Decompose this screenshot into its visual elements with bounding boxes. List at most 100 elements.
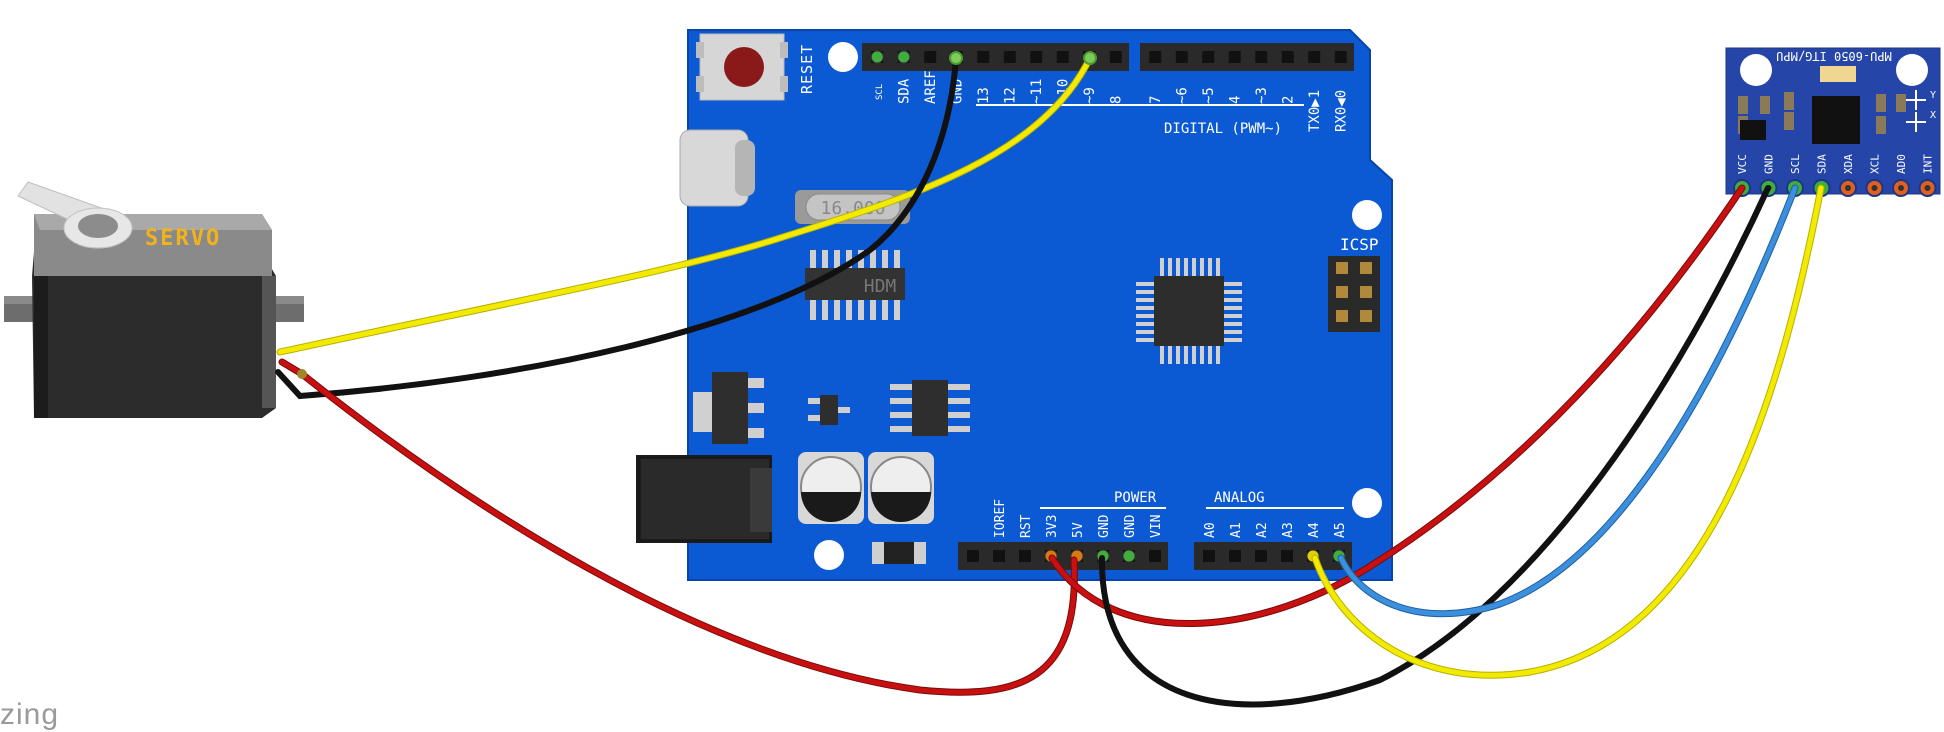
- power-pin-label: VIN: [1149, 515, 1164, 538]
- mpu-pin-label: INT: [1922, 154, 1935, 174]
- capacitor: [798, 452, 864, 524]
- analog-label: ANALOG: [1214, 490, 1265, 506]
- analog-pin-label: A1: [1229, 522, 1244, 538]
- crystal-oscillator: 16.000: [795, 190, 910, 224]
- mpu-sensor-chip: [1812, 96, 1860, 144]
- power-header[interactable]: [958, 542, 1168, 570]
- smd-component: [872, 542, 926, 564]
- reset-label: RESET: [798, 44, 816, 94]
- power-label: POWER: [1114, 490, 1157, 506]
- mounting-hole: [1740, 54, 1772, 86]
- digital-pin-label: 7: [1148, 96, 1164, 104]
- digital-header-left-pin[interactable]: [1030, 51, 1043, 63]
- watermark: zing: [0, 698, 60, 731]
- power-pin-label: 3V3: [1045, 515, 1060, 538]
- digital-header-right-pin[interactable]: [1175, 51, 1188, 63]
- analog-header-pin[interactable]: [1255, 550, 1267, 562]
- digital-pin-label: 8: [1109, 96, 1125, 104]
- digital-header-left-pin[interactable]: [1109, 51, 1122, 63]
- digital-header-right-pin[interactable]: [1202, 51, 1215, 63]
- digital-header-left-pin[interactable]: [1003, 51, 1016, 63]
- wire-mpu-gnd[interactable]: [1098, 185, 1771, 708]
- analog-header-pin[interactable]: [1229, 550, 1241, 562]
- regulator-chip: [890, 380, 970, 436]
- digital-pin-label: ~6: [1175, 87, 1191, 104]
- microcontroller: [1136, 258, 1242, 364]
- digital-header-right-pin[interactable]: [1149, 51, 1162, 63]
- mounting-hole: [814, 540, 844, 570]
- power-header-pin[interactable]: [967, 550, 979, 562]
- capacitor: [868, 452, 934, 524]
- arduino-board: RESET 16.000 HDM ICSP: [636, 29, 1393, 581]
- digital-header-left-pin[interactable]: [977, 51, 990, 63]
- icsp-header[interactable]: [1328, 256, 1380, 332]
- servo-motor: SERVO: [4, 181, 304, 418]
- digital-pin-label: ~5: [1201, 87, 1217, 104]
- mpu-title: MPU-6050 ITG/MPU: [1776, 49, 1892, 63]
- reset-button[interactable]: [696, 33, 788, 101]
- usb-c-port[interactable]: [679, 129, 755, 207]
- digital-pin-label: ~11: [1029, 79, 1045, 104]
- digital-header-left-pin-connection: [897, 50, 911, 64]
- mounting-hole: [1352, 488, 1382, 518]
- mpu-crystal: [1820, 66, 1856, 82]
- power-header-pin[interactable]: [1019, 550, 1031, 562]
- mounting-hole: [1352, 200, 1382, 230]
- voltage-regulator: [693, 372, 764, 444]
- digital-pin-label: SCL: [875, 84, 885, 100]
- analog-pin-label: A5: [1333, 522, 1348, 538]
- digital-header-left-pin[interactable]: [924, 51, 937, 63]
- digital-pin-label: AREF: [923, 70, 939, 104]
- mpu-pin-label: AD0: [1895, 154, 1908, 174]
- mounting-hole: [1896, 54, 1928, 86]
- mpu-pin-label: XCL: [1869, 154, 1882, 174]
- mpu-pin-label: SCL: [1789, 154, 1802, 174]
- mpu-pin-label: SDA: [1816, 154, 1829, 174]
- mpu-pin-label: XDA: [1842, 154, 1855, 174]
- analog-header-pin[interactable]: [1281, 550, 1293, 562]
- power-pin-label: RST: [1019, 514, 1034, 538]
- digital-header-right-pin[interactable]: [1228, 51, 1241, 63]
- crystal-label: 16.000: [820, 198, 885, 219]
- power-pin-label: IOREF: [993, 499, 1008, 538]
- analog-header[interactable]: [1194, 542, 1352, 570]
- wires: [275, 51, 1825, 708]
- wire-servo-ground[interactable]: [275, 55, 959, 400]
- dc-barrel-jack[interactable]: [636, 455, 772, 543]
- axis-label-y: Y: [1930, 90, 1936, 101]
- analog-pin-label: A0: [1203, 522, 1218, 538]
- digital-pin-label: 2: [1281, 96, 1297, 104]
- digital-header-right[interactable]: [1140, 43, 1354, 71]
- digital-pin-label: ~9: [1082, 87, 1098, 104]
- mpu6050-module: MPU-6050 ITG/MPU Y X VCC GND SCL SDA XDA XCL A…: [1725, 47, 1941, 197]
- usb-chip-label: HDM: [864, 276, 897, 297]
- usb-chip: HDM: [805, 250, 905, 320]
- analog-pin-label: A4: [1307, 522, 1322, 538]
- digital-header-left-pin[interactable]: [1056, 51, 1069, 63]
- digital-header-right-pin[interactable]: [1255, 51, 1268, 63]
- digital-header-left-pin-connection: [870, 50, 884, 64]
- mpu-pin-label: GND: [1763, 154, 1776, 174]
- digital-header-right-pin[interactable]: [1281, 51, 1294, 63]
- digital-header-right-pin[interactable]: [1334, 51, 1347, 63]
- power-pin-label: 5V: [1071, 522, 1086, 538]
- analog-header-pin[interactable]: [1203, 550, 1215, 562]
- digital-label: DIGITAL (PWM~): [1164, 121, 1282, 137]
- analog-pin-label: A3: [1281, 522, 1296, 538]
- digital-pin-label: 4: [1228, 96, 1244, 104]
- analog-pin-label: A2: [1255, 522, 1270, 538]
- power-pin-label: GND: [1123, 514, 1138, 538]
- digital-pin-label: 13: [976, 87, 992, 104]
- digital-pin-label: SDA: [897, 78, 913, 104]
- axis-label-x: X: [1930, 110, 1936, 121]
- power-header-pin[interactable]: [993, 550, 1005, 562]
- mounting-hole: [828, 42, 858, 72]
- power-header-pin[interactable]: [1149, 550, 1161, 562]
- digital-header-right-pin[interactable]: [1308, 51, 1321, 63]
- servo-label: SERVO: [145, 226, 221, 251]
- mpu-pin-label: VCC: [1736, 154, 1749, 174]
- servo-horn[interactable]: [17, 181, 133, 249]
